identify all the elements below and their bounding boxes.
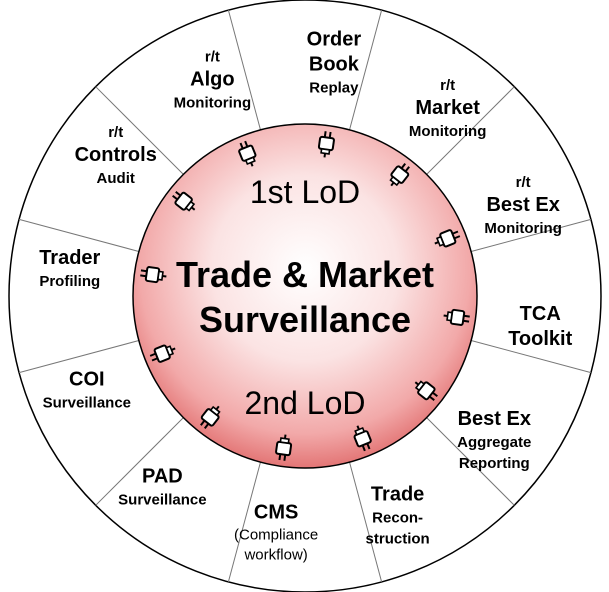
segment-label-line: Monitoring [174,94,251,111]
segment-label-line: Monitoring [409,123,486,140]
segment-label-line: r/t [516,174,531,191]
segment-label-line: Best Ex [458,408,531,430]
segment-label-line: Profiling [39,273,100,290]
segment-divider [426,417,515,506]
segment-label-line: Surveillance [118,491,206,508]
hub-title-line2: Surveillance [199,299,411,340]
segment-label-line: Replay [309,79,359,96]
segment-label-cms: CMS (Compliance workflow) [234,502,318,564]
segment-label-line: Trade [371,484,424,506]
segment-label-line: COI [69,369,105,391]
segment-label-coi-surveillance: COI Surveillance [43,369,131,412]
segment-label-line: r/t [205,48,220,65]
segment-label-line: TCA [520,303,561,325]
segment-label-line: Toolkit [508,328,572,350]
segment-label-line: Best Ex [486,194,559,216]
segment-label-line: Audit [97,170,135,187]
segment-label-line: struction [366,531,430,548]
segment-divider [227,462,261,583]
segment-label-tca-toolkit: TCA Toolkit [508,303,572,350]
segment-label-line: Reporting [459,455,530,472]
segment-label-line: Controls [75,144,157,166]
segment-divider [426,86,515,175]
segment-divider [95,417,184,506]
segment-label-line: workflow) [243,547,307,564]
segment-label-line: Monitoring [484,220,561,237]
segment-label-line: Order [307,28,362,50]
segment-label-line: Aggregate [457,434,531,451]
hub-top-label: 1st LoD [250,174,360,210]
hub-title-line1: Trade & Market [176,254,434,295]
segment-label-line: Trader [39,247,100,269]
segment-label-line: r/t [440,77,455,94]
segment-label-line: Surveillance [43,395,131,412]
segment-label-line: Book [309,53,360,75]
segment-label-line: Algo [190,68,234,90]
segment-label-line: r/t [108,124,123,141]
segment-label-pad-surveillance: PAD Surveillance [118,465,206,508]
hub-circle [132,123,478,469]
segment-divider [471,218,592,252]
hub-bottom-label: 2nd LoD [245,385,366,421]
segment-label-line: Market [415,97,480,119]
segment-divider [18,218,139,252]
segment-label-line: (Compliance [234,527,318,544]
segment-label-line: PAD [142,465,183,487]
segment-label-line: CMS [254,502,298,524]
segment-dividers [18,9,592,583]
segment-divider [227,9,261,130]
segment-divider [349,462,383,583]
segment-divider [349,9,383,130]
segment-divider [18,340,139,374]
segment-divider [95,86,184,175]
segment-divider [471,340,592,374]
segment-label-line: Recon- [372,510,423,527]
